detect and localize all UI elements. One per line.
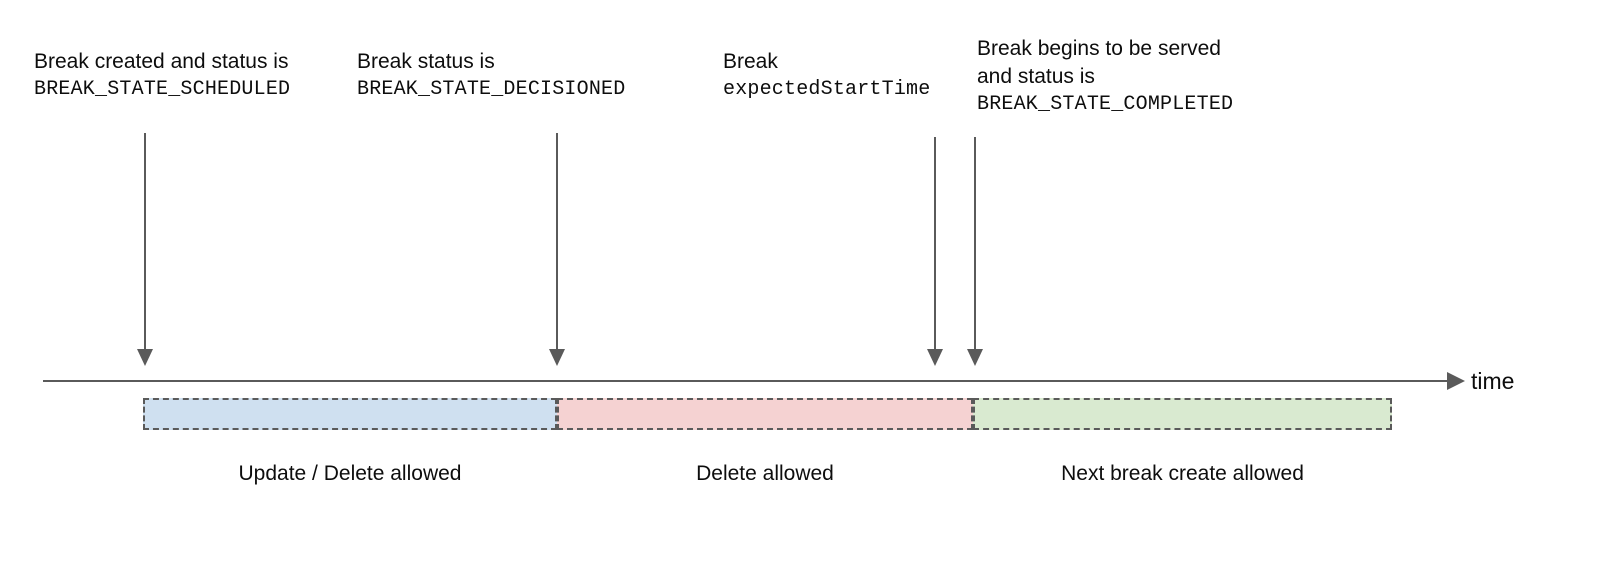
annotation-break-created-scheduled: Break created and status is BREAK_STATE_S… xyxy=(34,48,290,104)
phase-bar-update-delete xyxy=(143,398,557,430)
annotation-line: Break begins to be served xyxy=(977,37,1221,60)
phase-caption-next-break-create: Next break create allowed xyxy=(1061,462,1304,485)
phase-bar-delete xyxy=(557,398,973,430)
pointer-arrowhead-icon xyxy=(137,349,153,366)
pointer-arrowhead-icon xyxy=(927,349,943,366)
annotation-line: Break created and status is xyxy=(34,50,289,73)
annotation-line: and status is xyxy=(977,65,1095,88)
pointer-arrowhead-icon xyxy=(549,349,565,366)
annotation-break-decisioned: Break status is BREAK_STATE_DECISIONED xyxy=(357,48,625,104)
annotation-line: expectedStartTime xyxy=(723,78,931,101)
phase-caption-update-delete: Update / Delete allowed xyxy=(238,462,462,485)
annotation-line: BREAK_STATE_COMPLETED xyxy=(977,93,1234,116)
pointer-arrow-shaft xyxy=(144,133,146,349)
annotation-break-completed: Break begins to be served and status is BR… xyxy=(977,35,1233,119)
annotation-break-expected-start-time: Break expectedStartTime xyxy=(723,48,930,104)
time-axis-label: time xyxy=(1471,368,1515,394)
annotation-line: Break xyxy=(723,50,778,73)
phase-caption-delete: Delete allowed xyxy=(696,462,834,485)
pointer-arrow-expected-start xyxy=(924,137,946,366)
time-axis-arrowhead-icon xyxy=(1447,372,1465,390)
annotation-line: BREAK_STATE_SCHEDULED xyxy=(34,78,291,101)
pointer-arrow-scheduled xyxy=(134,133,156,366)
pointer-arrow-completed xyxy=(964,137,986,366)
annotation-line: Break status is xyxy=(357,50,495,73)
pointer-arrow-shaft xyxy=(556,133,558,349)
time-axis-line xyxy=(43,380,1455,382)
pointer-arrow-shaft xyxy=(974,137,976,349)
phase-bar-next-break-create xyxy=(973,398,1392,430)
pointer-arrow-decisioned xyxy=(546,133,568,366)
annotation-line: BREAK_STATE_DECISIONED xyxy=(357,78,626,101)
pointer-arrowhead-icon xyxy=(967,349,983,366)
pointer-arrow-shaft xyxy=(934,137,936,349)
